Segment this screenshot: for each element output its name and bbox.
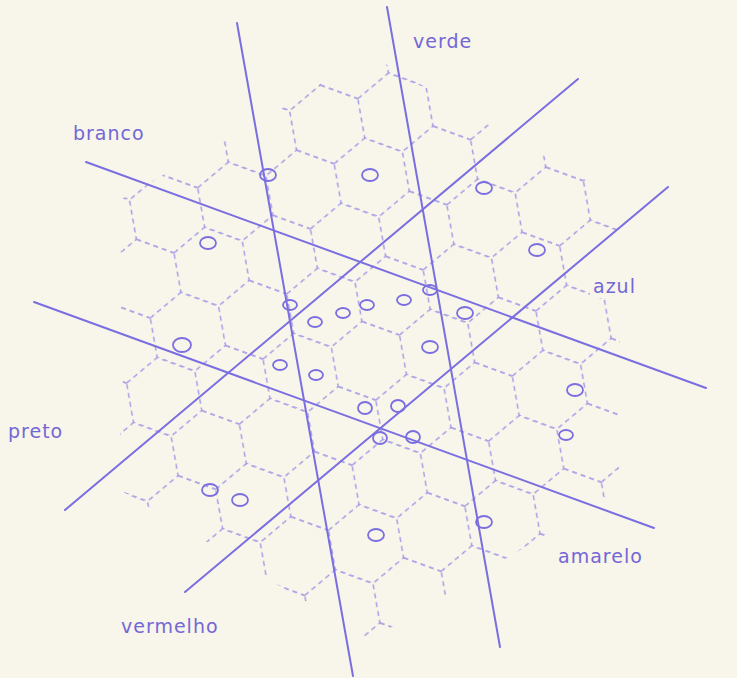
rising-line: [65, 79, 578, 510]
line-label: vermelho: [118, 615, 222, 638]
circle-mark: [391, 400, 405, 412]
circle-mark: [283, 300, 297, 310]
hexagon-tiles: [120, 55, 620, 640]
line-label: preto: [5, 420, 66, 443]
circle-mark: [200, 237, 216, 249]
circle-mark: [559, 430, 573, 440]
circle-mark: [368, 529, 384, 541]
cell-circles: [173, 169, 583, 541]
circle-mark: [476, 182, 492, 194]
colour-lines: [34, 7, 706, 676]
circle-mark: [423, 285, 437, 295]
circle-mark: [360, 300, 374, 310]
steep-line: [237, 23, 353, 676]
circle-mark: [476, 516, 492, 528]
rising-line: [185, 187, 668, 592]
line-label: verde: [410, 30, 475, 53]
circle-mark: [308, 317, 322, 327]
shallow-line: [86, 162, 706, 388]
circle-mark: [529, 244, 545, 256]
line-label: azul: [590, 275, 639, 298]
circle-mark: [358, 402, 372, 414]
circle-mark: [362, 169, 378, 181]
circle-mark: [232, 494, 248, 506]
circle-mark: [406, 431, 420, 443]
circle-mark: [397, 295, 411, 305]
line-label: amarelo: [555, 545, 646, 568]
circle-mark: [309, 370, 323, 380]
circle-mark: [260, 169, 276, 181]
circle-mark: [173, 338, 191, 352]
circle-mark: [336, 308, 350, 318]
circle-mark: [373, 432, 387, 444]
circle-mark: [457, 307, 473, 319]
line-label: branco: [70, 122, 148, 145]
circle-mark: [273, 360, 287, 370]
circle-mark: [202, 484, 218, 496]
steep-line: [387, 7, 500, 647]
circle-mark: [567, 384, 583, 396]
circle-mark: [422, 341, 438, 353]
